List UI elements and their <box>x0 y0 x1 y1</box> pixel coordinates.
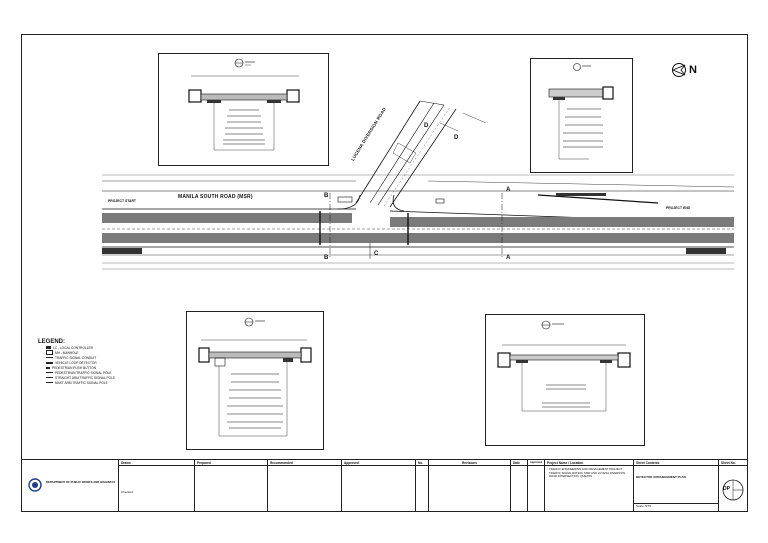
detail-section-b <box>158 53 329 166</box>
manhole-symbol-icon <box>46 350 53 355</box>
mast-arm-pole-symbol-icon <box>46 382 53 383</box>
legend-item: LC - LOCAL CONTROLLER <box>46 345 158 350</box>
legend: LEGEND: LC - LOCAL CONTROLLER MH - MANHO… <box>38 339 158 385</box>
sheet-contents-cell: Sheet Contents DETECTOR ARRANGEMENT PLAN… <box>633 460 718 511</box>
legend-item: MH - MANHOLE <box>46 350 158 355</box>
section-a-top: A <box>506 187 511 193</box>
north-arrow-icon <box>671 63 686 77</box>
sheet-contents-value: DETECTOR ARRANGEMENT PLAN <box>636 475 686 479</box>
legend-item-label: MH - MANHOLE <box>55 350 79 355</box>
section-b-drawing <box>188 58 300 151</box>
approved-header: Approved <box>342 460 415 466</box>
legend-item-label: MAST ARM TRAFFIC SIGNAL POLE <box>55 380 108 385</box>
legend-item: PEDESTRIAN PUSH BUTTON <box>46 365 158 370</box>
section-b-bottom: B <box>324 255 329 261</box>
revision-no-cell: No. <box>415 460 428 511</box>
conduit-symbol-icon <box>46 357 53 358</box>
sheet-no-circle-icon <box>722 479 744 501</box>
section-d-mark-2: D <box>454 135 459 141</box>
sheet-contents-header: Sheet Contents <box>634 460 718 466</box>
rev-date-header: Date <box>511 460 527 466</box>
section-d-drawing <box>548 63 614 160</box>
project-cell: Project Name / Location TRAFFIC ENGINEER… <box>544 460 633 511</box>
main-road-label: MANILA SOUTH ROAD (MSR) <box>178 194 253 200</box>
prepared-cell: Prepared <box>194 460 267 511</box>
drawn-cell: Drawn Checked <box>118 460 194 511</box>
section-b-top: B <box>324 193 329 199</box>
legend-item-label: LC - LOCAL CONTROLLER <box>53 345 93 350</box>
legend-item-label: PEDESTRIAN TRAFFIC SIGNAL POLE <box>55 370 112 375</box>
prepared-header: Prepared <box>195 460 267 466</box>
legend-item: TRAFFIC SIGNAL CONDUIT <box>46 355 158 360</box>
agency-cell: DEPARTMENT OF PUBLIC WORKS AND HIGHWAYS <box>22 460 118 511</box>
north-label: N <box>689 64 697 76</box>
legend-item: VEHICLE LOOP DETECTOR <box>46 360 158 365</box>
recommended-header: Recommended <box>268 460 341 466</box>
revision-no-header: No. <box>416 460 428 466</box>
sheet-no-value: DP <box>723 486 730 492</box>
north-arrow: N <box>671 62 701 78</box>
legend-item: PEDESTRIAN TRAFFIC SIGNAL POLE <box>46 370 158 375</box>
match-line-start: PROJECT START <box>108 199 137 203</box>
legend-item: STRAIGHT ARM TRAFFIC SIGNAL POLE <box>46 375 158 380</box>
drawn-header: Drawn <box>119 460 194 466</box>
rev-date-cell: Date <box>510 460 527 511</box>
legend-item-label: VEHICLE LOOP DETECTOR <box>55 360 97 365</box>
agency-seal-icon <box>28 478 42 492</box>
project-text: TRAFFIC ENGINEERING AND MANAGEMENT PROJE… <box>549 467 626 479</box>
loop-detector-symbol-icon <box>46 361 53 364</box>
detail-section-c <box>186 311 324 450</box>
intersection-plan: B B A A C D D <box>102 100 735 270</box>
sheet-no-header: Sheet No. <box>719 460 747 466</box>
section-c-drawing <box>198 317 312 437</box>
signal-box <box>435 198 445 204</box>
section-c-mark: C <box>374 251 379 257</box>
side-road <box>355 100 487 208</box>
agency-name: DEPARTMENT OF PUBLIC WORKS AND HIGHWAYS <box>46 480 116 484</box>
section-d-mark-1: D <box>424 123 429 129</box>
rev-approved-cell: Approved <box>527 460 544 511</box>
revisions-header: Revisions <box>429 460 510 466</box>
section-a-drawing <box>497 320 631 412</box>
drawing-sheet: N <box>21 34 748 512</box>
controller-symbol-icon <box>46 346 51 349</box>
main-road <box>102 174 735 270</box>
detail-section-a <box>485 314 645 446</box>
legend-item-label: PEDESTRIAN PUSH BUTTON <box>52 365 97 370</box>
detail-section-d <box>530 58 633 173</box>
title-block: DEPARTMENT OF PUBLIC WORKS AND HIGHWAYS … <box>22 459 747 511</box>
match-line-end: PROJECT END <box>666 206 691 210</box>
recommended-cell: Recommended <box>267 460 341 511</box>
revisions-cell: Revisions <box>428 460 510 511</box>
section-markers: B B A A C D D <box>324 123 511 261</box>
legend-item-label: STRAIGHT ARM TRAFFIC SIGNAL POLE <box>55 375 115 380</box>
controller-box <box>337 196 353 203</box>
rev-approved-header: Approved <box>528 461 544 466</box>
checked-value: Checked <box>121 490 133 494</box>
scale-label: Scale: NTS <box>634 503 718 510</box>
project-header: Project Name / Location <box>545 460 633 466</box>
sheet-no-cell: Sheet No. DP <box>718 460 747 511</box>
straight-arm-pole-symbol-icon <box>46 377 53 378</box>
section-a-bottom: A <box>506 255 511 261</box>
approved-cell: Approved <box>341 460 415 511</box>
sheet-no-badge: DP <box>721 478 745 502</box>
ped-signal-pole-symbol-icon <box>46 372 53 373</box>
legend-item-label: TRAFFIC SIGNAL CONDUIT <box>55 355 97 360</box>
legend-item: MAST ARM TRAFFIC SIGNAL POLE <box>46 380 158 385</box>
push-button-symbol-icon <box>46 366 50 369</box>
legend-title: LEGEND: <box>38 339 65 345</box>
